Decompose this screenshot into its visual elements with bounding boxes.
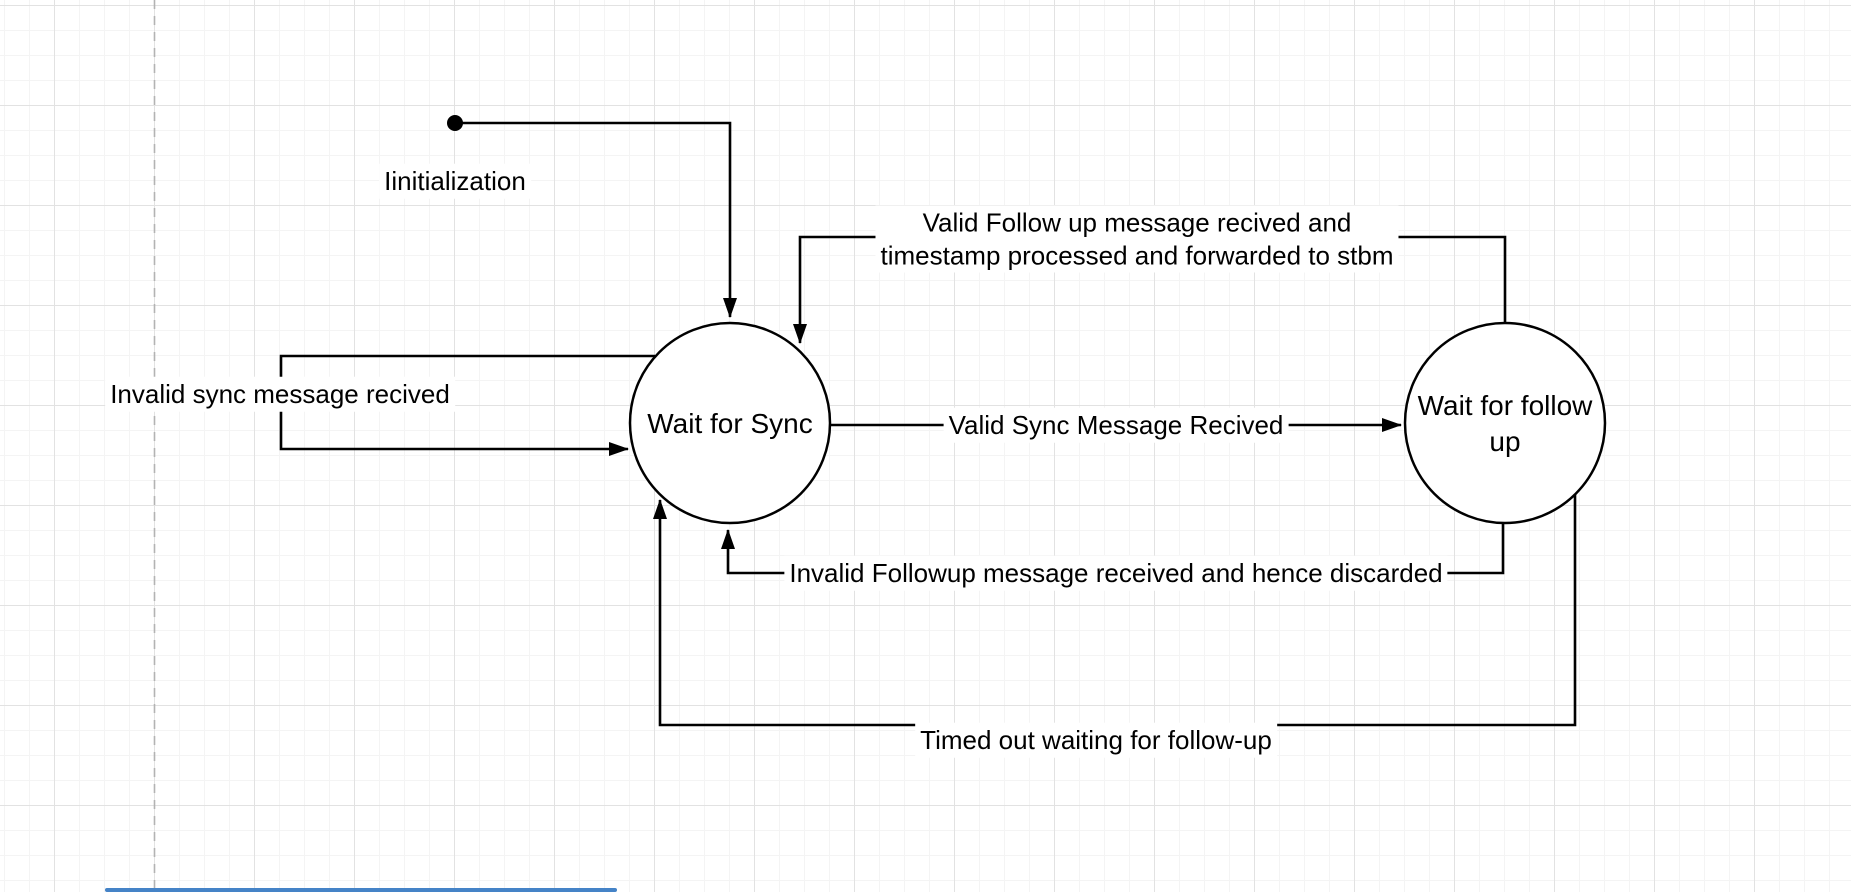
edge-label-invalid-follow-up[interactable]: Invalid Followup message received and he… — [784, 555, 1448, 591]
edge-label-line: Valid Follow up message recived and — [922, 207, 1352, 238]
edge-label-valid-sync[interactable]: Valid Sync Message Recived — [943, 407, 1289, 443]
state-label-line: Wait for follow — [1417, 390, 1593, 422]
state-circle-wait-for-sync[interactable] — [628, 321, 832, 525]
edge-label-initialization[interactable]: Iinitialization — [379, 163, 531, 199]
state-label-line: Wait for Sync — [647, 408, 813, 440]
edge-label-timeout[interactable]: Timed out waiting for follow-up — [915, 722, 1277, 758]
edge-label-line: timestamp processed and forwarded to stb… — [880, 240, 1394, 270]
horizontal-scrollbar-thumb[interactable] — [105, 888, 617, 892]
edge-timeout[interactable] — [653, 494, 1577, 727]
edge-label-invalid-sync[interactable]: Invalid sync message recived — [105, 376, 455, 412]
state-circle-wait-for-follow-up[interactable] — [1403, 321, 1607, 525]
edge-initialization[interactable] — [455, 121, 737, 318]
edge-label-valid-follow-up[interactable]: Valid Follow up message recived and time… — [875, 205, 1399, 273]
state-label-line: up — [1489, 426, 1521, 457]
state-label-wait-for-sync[interactable]: Wait for Sync — [647, 406, 812, 442]
initial-state-dot[interactable] — [447, 115, 463, 131]
state-label-wait-for-follow-up[interactable]: Wait for follow up — [1418, 388, 1593, 460]
